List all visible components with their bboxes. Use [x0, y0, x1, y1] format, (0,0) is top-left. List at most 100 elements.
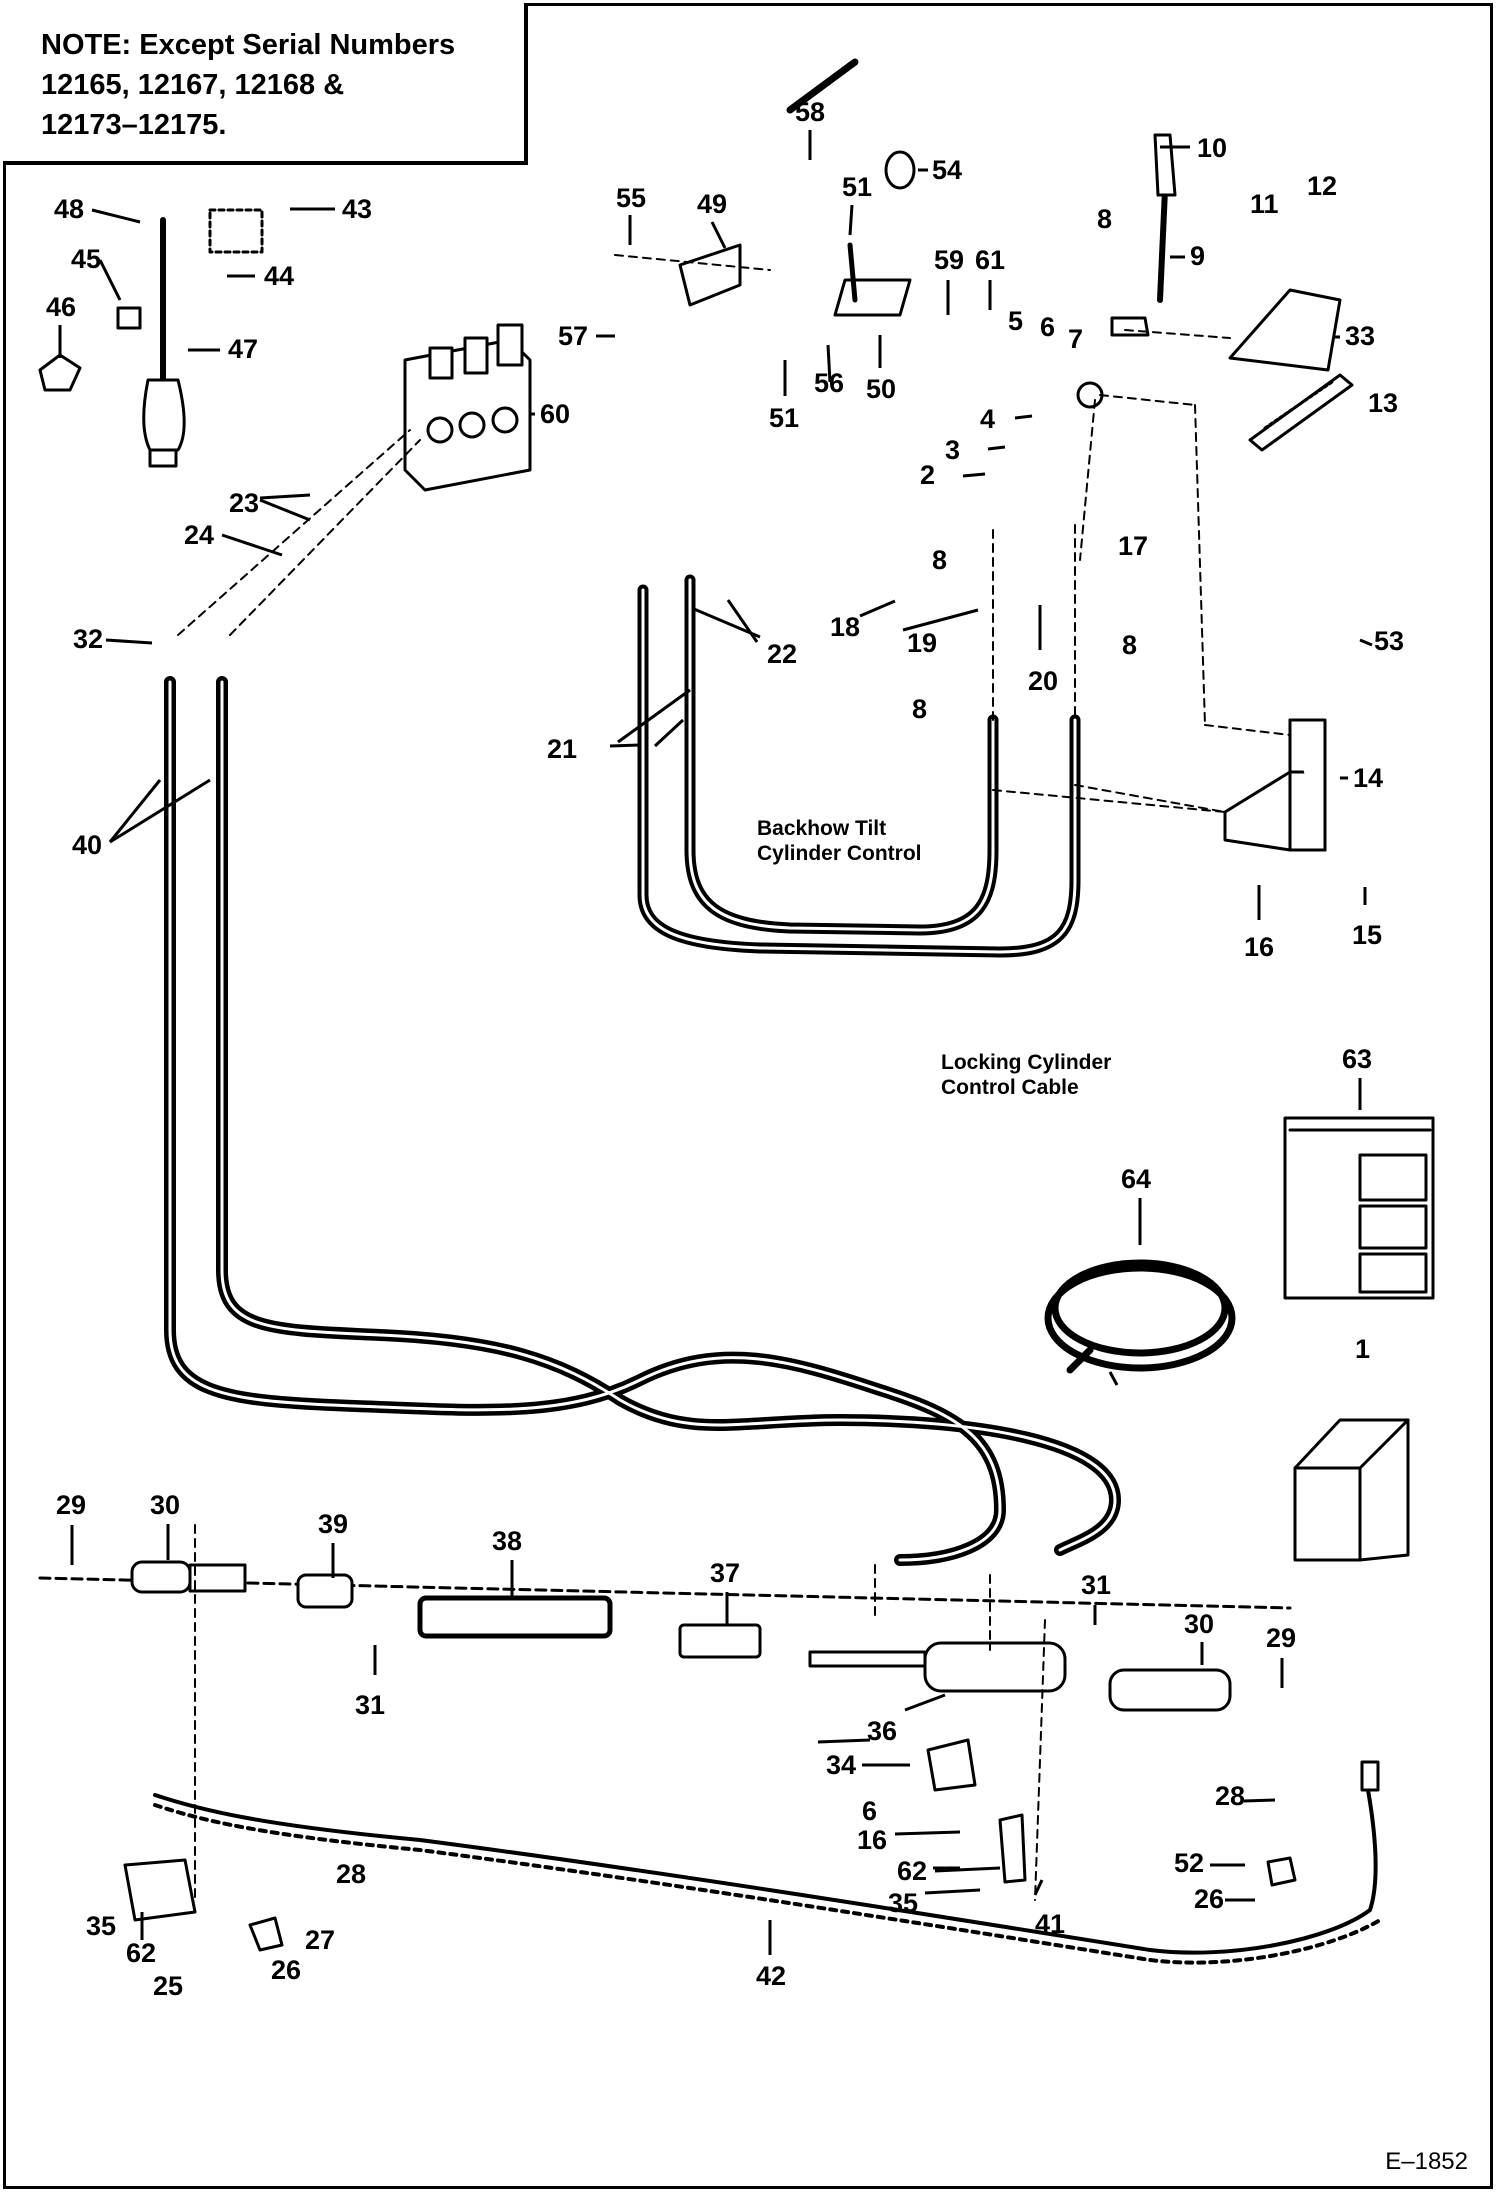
- label-part-16b: 16: [857, 1825, 887, 1855]
- label-part-8d: 8: [912, 694, 927, 724]
- wiring-harness: [153, 1788, 1382, 1965]
- label-part-7: 7: [1068, 324, 1083, 354]
- label-part-27: 27: [305, 1925, 335, 1955]
- label-part-29: 29: [56, 1490, 86, 1520]
- label-part-45: 45: [71, 244, 101, 274]
- label-part-63: 63: [1342, 1044, 1372, 1074]
- label-part-57: 57: [558, 321, 588, 351]
- mount-bracket: [1223, 718, 1327, 852]
- label-part-8a: 8: [1097, 204, 1112, 234]
- note-line-1: NOTE: Except Serial Numbers: [41, 29, 456, 61]
- label-part-26b: 26: [1194, 1884, 1224, 1914]
- label-part-23: 23: [229, 488, 259, 518]
- label-part-37: 37: [710, 1558, 740, 1588]
- label-part-43: 43: [342, 194, 372, 224]
- assembly-guide-lines: [177, 254, 1291, 1901]
- diagram-frame: [3, 3, 1493, 2189]
- label-part-26: 26: [271, 1955, 301, 1985]
- label-part-14: 14: [1353, 763, 1383, 793]
- locking-cylinder-callout-line1: Locking Cylinder: [941, 1051, 1112, 1074]
- label-part-22: 22: [767, 639, 797, 669]
- label-part-61: 61: [975, 245, 1005, 275]
- hose-inner-highlight: [168, 680, 1117, 1562]
- label-part-31: 31: [355, 1690, 385, 1720]
- label-part-30: 30: [150, 1490, 180, 1520]
- label-part-51b: 51: [769, 403, 799, 433]
- note-line-2: 12165, 12167, 12168 &: [41, 69, 345, 101]
- document-code: E–1852: [1385, 2148, 1468, 2175]
- label-part-32: 32: [73, 624, 103, 654]
- note-line-3: 12173–12175.: [41, 109, 227, 141]
- label-part-64: 64: [1121, 1164, 1151, 1194]
- label-part-11: 11: [1250, 189, 1279, 219]
- label-part-3: 3: [945, 435, 960, 465]
- label-part-19: 19: [907, 628, 937, 658]
- label-part-1: 1: [1355, 1334, 1370, 1364]
- label-part-55: 55: [616, 183, 646, 213]
- label-part-40: 40: [72, 830, 102, 860]
- linkage-bracket: [678, 58, 916, 317]
- label-part-6: 6: [1040, 312, 1055, 342]
- label-part-4: 4: [980, 404, 995, 434]
- control-valve: [403, 323, 532, 492]
- hose-coil: [1044, 1259, 1236, 1374]
- label-part-38: 38: [492, 1526, 522, 1556]
- small-brackets: [123, 1738, 1380, 1952]
- label-part-28: 28: [336, 1859, 366, 1889]
- label-part-54: 54: [932, 155, 962, 185]
- label-part-2: 2: [920, 460, 935, 490]
- label-part-35b: 35: [888, 1888, 918, 1918]
- lever-assembly: [1076, 133, 1354, 452]
- box: [1293, 1418, 1410, 1562]
- label-part-49: 49: [697, 189, 727, 219]
- label-part-18: 18: [830, 612, 860, 642]
- label-part-6b: 6: [862, 1796, 877, 1826]
- backhoe-tilt-callout-line1: Backhow Tilt: [757, 817, 887, 840]
- label-part-8b: 8: [932, 545, 947, 575]
- locking-cylinder-callout: Locking Cylinder Control Cable: [941, 1050, 1111, 1100]
- control-handle: [38, 208, 264, 468]
- label-part-62: 62: [126, 1938, 156, 1968]
- label-part-34: 34: [826, 1750, 856, 1780]
- label-part-52: 52: [1174, 1848, 1204, 1878]
- locking-cylinder-callout-line2: Control Cable: [941, 1076, 1079, 1099]
- label-part-8c: 8: [1122, 630, 1137, 660]
- label-part-24: 24: [184, 520, 214, 550]
- label-part-13: 13: [1368, 388, 1398, 418]
- label-part-60: 60: [540, 399, 570, 429]
- label-part-47: 47: [228, 334, 258, 364]
- label-part-21: 21: [547, 734, 577, 764]
- label-part-50: 50: [866, 374, 896, 404]
- label-part-36: 36: [867, 1716, 897, 1746]
- label-part-29b: 29: [1266, 1623, 1296, 1653]
- label-part-28b: 28: [1215, 1781, 1245, 1811]
- label-part-42: 42: [756, 1961, 786, 1991]
- locking-cylinder-row: [38, 1560, 1292, 1712]
- label-part-51: 51: [842, 172, 872, 202]
- label-part-41: 41: [1035, 1909, 1065, 1939]
- label-part-5: 5: [1008, 306, 1023, 336]
- label-part-39: 39: [318, 1509, 348, 1539]
- label-part-31b: 31: [1081, 1570, 1111, 1600]
- label-part-62b: 62: [897, 1856, 927, 1886]
- label-part-12: 12: [1307, 171, 1337, 201]
- label-part-10: 10: [1197, 133, 1227, 163]
- label-part-53: 53: [1374, 626, 1404, 656]
- label-part-44: 44: [264, 261, 294, 291]
- label-part-35: 35: [86, 1911, 116, 1941]
- label-part-15: 15: [1352, 920, 1382, 950]
- label-part-33: 33: [1345, 321, 1375, 351]
- serial-number-note: NOTE: Except Serial Numbers 12165, 12167…: [3, 3, 528, 165]
- backhoe-tilt-callout-line2: Cylinder Control: [757, 842, 922, 865]
- label-part-9: 9: [1190, 241, 1205, 271]
- label-part-16: 16: [1244, 932, 1274, 962]
- label-part-25: 25: [153, 1971, 183, 2001]
- label-part-59: 59: [934, 245, 964, 275]
- backhoe-tilt-callout: Backhow Tilt Cylinder Control: [757, 816, 922, 866]
- instruction-sheet: [1283, 1116, 1435, 1300]
- label-part-20: 20: [1028, 666, 1058, 696]
- leader-lines: [58, 130, 1373, 1955]
- part-number-labels: 1 2 3 4 5 6 6 7 8 8 8 8 9 10 11 12 13 14…: [46, 97, 1404, 2001]
- label-part-48: 48: [54, 194, 84, 224]
